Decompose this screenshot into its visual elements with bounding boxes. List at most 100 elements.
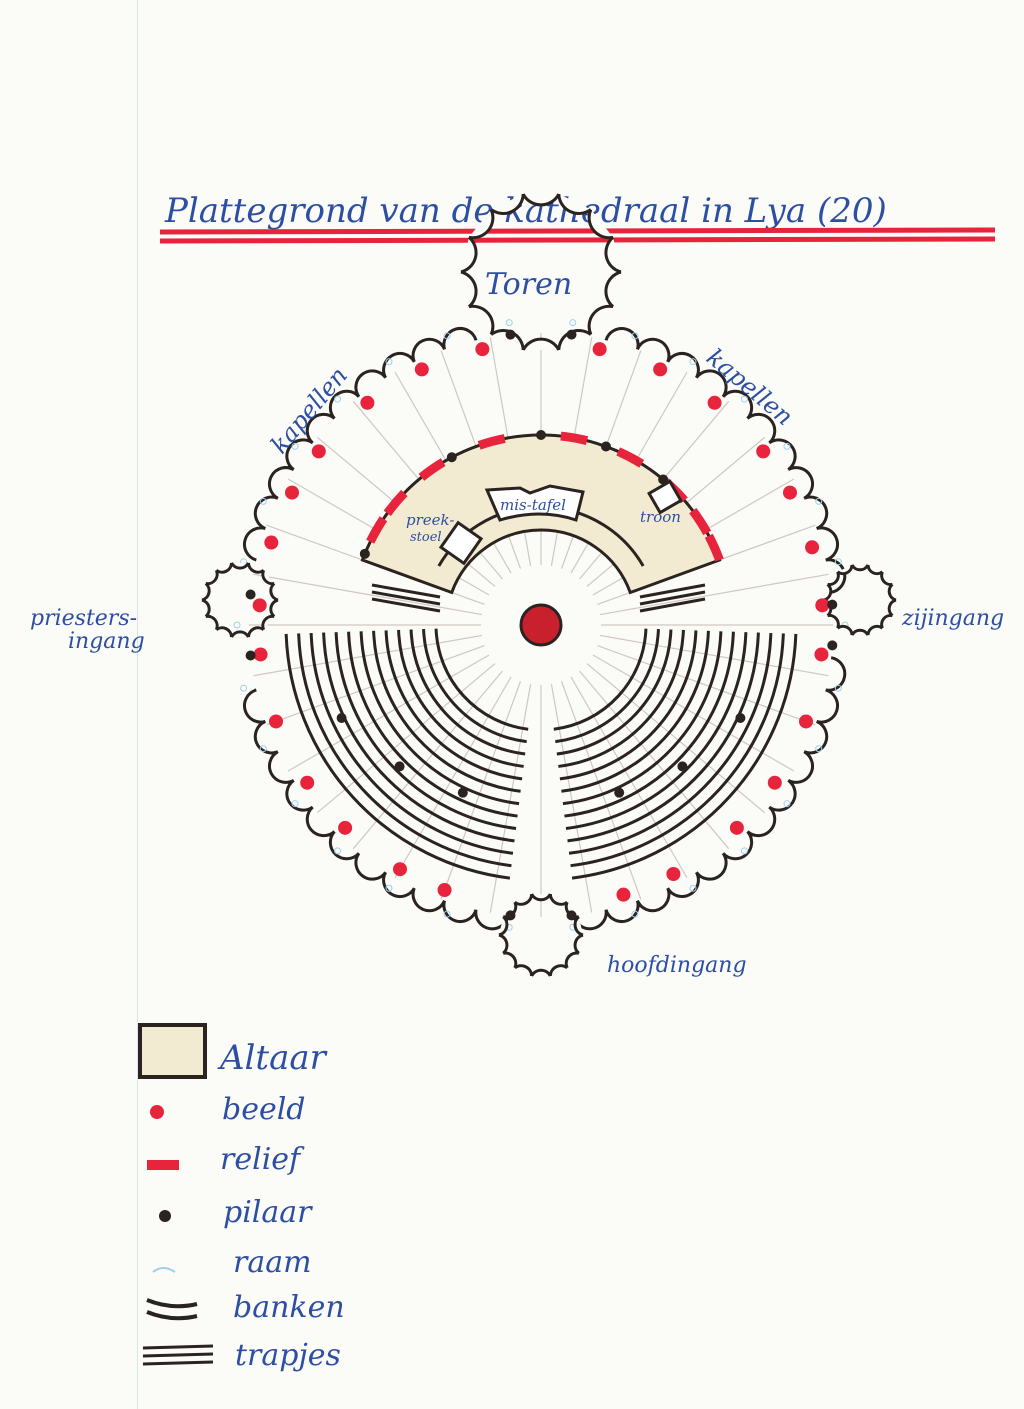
bench-left [384,630,523,781]
pillar [446,452,457,463]
statue [798,714,813,729]
statue [805,540,820,555]
relief [366,516,388,544]
bench-left [397,629,524,768]
pillar [566,329,577,340]
statue [311,444,326,459]
pillar [336,712,347,723]
ray-line [253,634,483,677]
window [385,358,393,366]
statue [475,342,490,357]
ray-line [394,676,512,879]
stairs-right [639,597,706,613]
bench-left [409,629,526,756]
label-toren: Toren [485,267,572,302]
label-priesteringang-1: priesters- [30,606,137,631]
legend-raam-symbol [152,1267,176,1273]
notebook-margin-line [137,0,138,1409]
window [834,558,842,566]
bench-right [556,629,673,756]
statue [653,362,668,377]
bench-right [558,629,685,768]
legend-beeld: beeld [222,1092,306,1127]
legend-altaar: Altaar [220,1038,326,1078]
statue [264,535,279,550]
pillar [566,910,577,921]
statue [285,485,300,500]
troon [647,479,683,515]
priesteringang-annex [201,562,279,638]
window [240,684,248,692]
ray-line [316,663,496,814]
legend-pilaar: pilaar [223,1195,312,1230]
relief [616,447,645,468]
statue [666,866,681,881]
bench-left [297,633,512,868]
pillar [614,787,625,798]
ray-line [592,654,795,772]
statue [756,444,771,459]
window [291,800,299,808]
legend-raam: raam [233,1245,312,1280]
label-hoofdingang: hoofdingang [607,953,747,978]
window [689,884,697,892]
stairs-right [639,583,706,599]
statue [592,342,607,357]
pillar [505,910,516,921]
legend-altar-symbol [138,1023,207,1079]
window [815,497,823,505]
stairs-left [371,590,441,606]
window [291,442,299,450]
pillar [600,441,611,452]
ray-line [599,634,829,677]
ray-line [287,654,490,772]
pillar [457,787,468,798]
bench-left [309,632,514,855]
bench-left [322,632,515,843]
ray-line [550,683,593,913]
ray-line [597,644,816,726]
legend-relief-symbol [147,1160,179,1170]
statue [338,820,353,835]
pillar [827,599,838,610]
legend-trapjes: trapjes [235,1338,341,1373]
legend-banken-symbol [146,1298,198,1321]
label-preekstoel-1: preek- [406,511,454,529]
relief [477,434,506,450]
window [505,319,513,327]
bench-left [372,630,521,793]
bench-right [553,628,648,731]
relief [560,431,589,446]
window [233,621,241,629]
legend-symbols [138,1023,214,1366]
bench-left [334,632,517,830]
statue [767,775,782,790]
statue [814,647,829,662]
window [631,910,639,918]
bench-right [561,630,710,793]
window [259,497,267,505]
window [740,847,748,855]
ray-line [599,573,829,616]
bench-left [284,633,511,880]
statue [782,485,797,500]
statue [616,887,631,902]
ray-line [560,681,642,900]
label-preekstoel-2: stoel [410,530,442,545]
window [443,332,451,340]
statue [253,647,268,662]
relief [383,489,408,517]
window [815,745,823,753]
ray-line [489,683,532,913]
ray-line [586,663,766,814]
ray-line [266,644,485,726]
stairs-left [371,597,441,613]
bench-left [359,631,520,806]
pillar [827,640,838,651]
statue [414,362,429,377]
ray-line [570,676,688,879]
window [443,910,451,918]
statue [729,820,744,835]
zijingang-annex [823,564,897,636]
pillar [245,589,256,600]
